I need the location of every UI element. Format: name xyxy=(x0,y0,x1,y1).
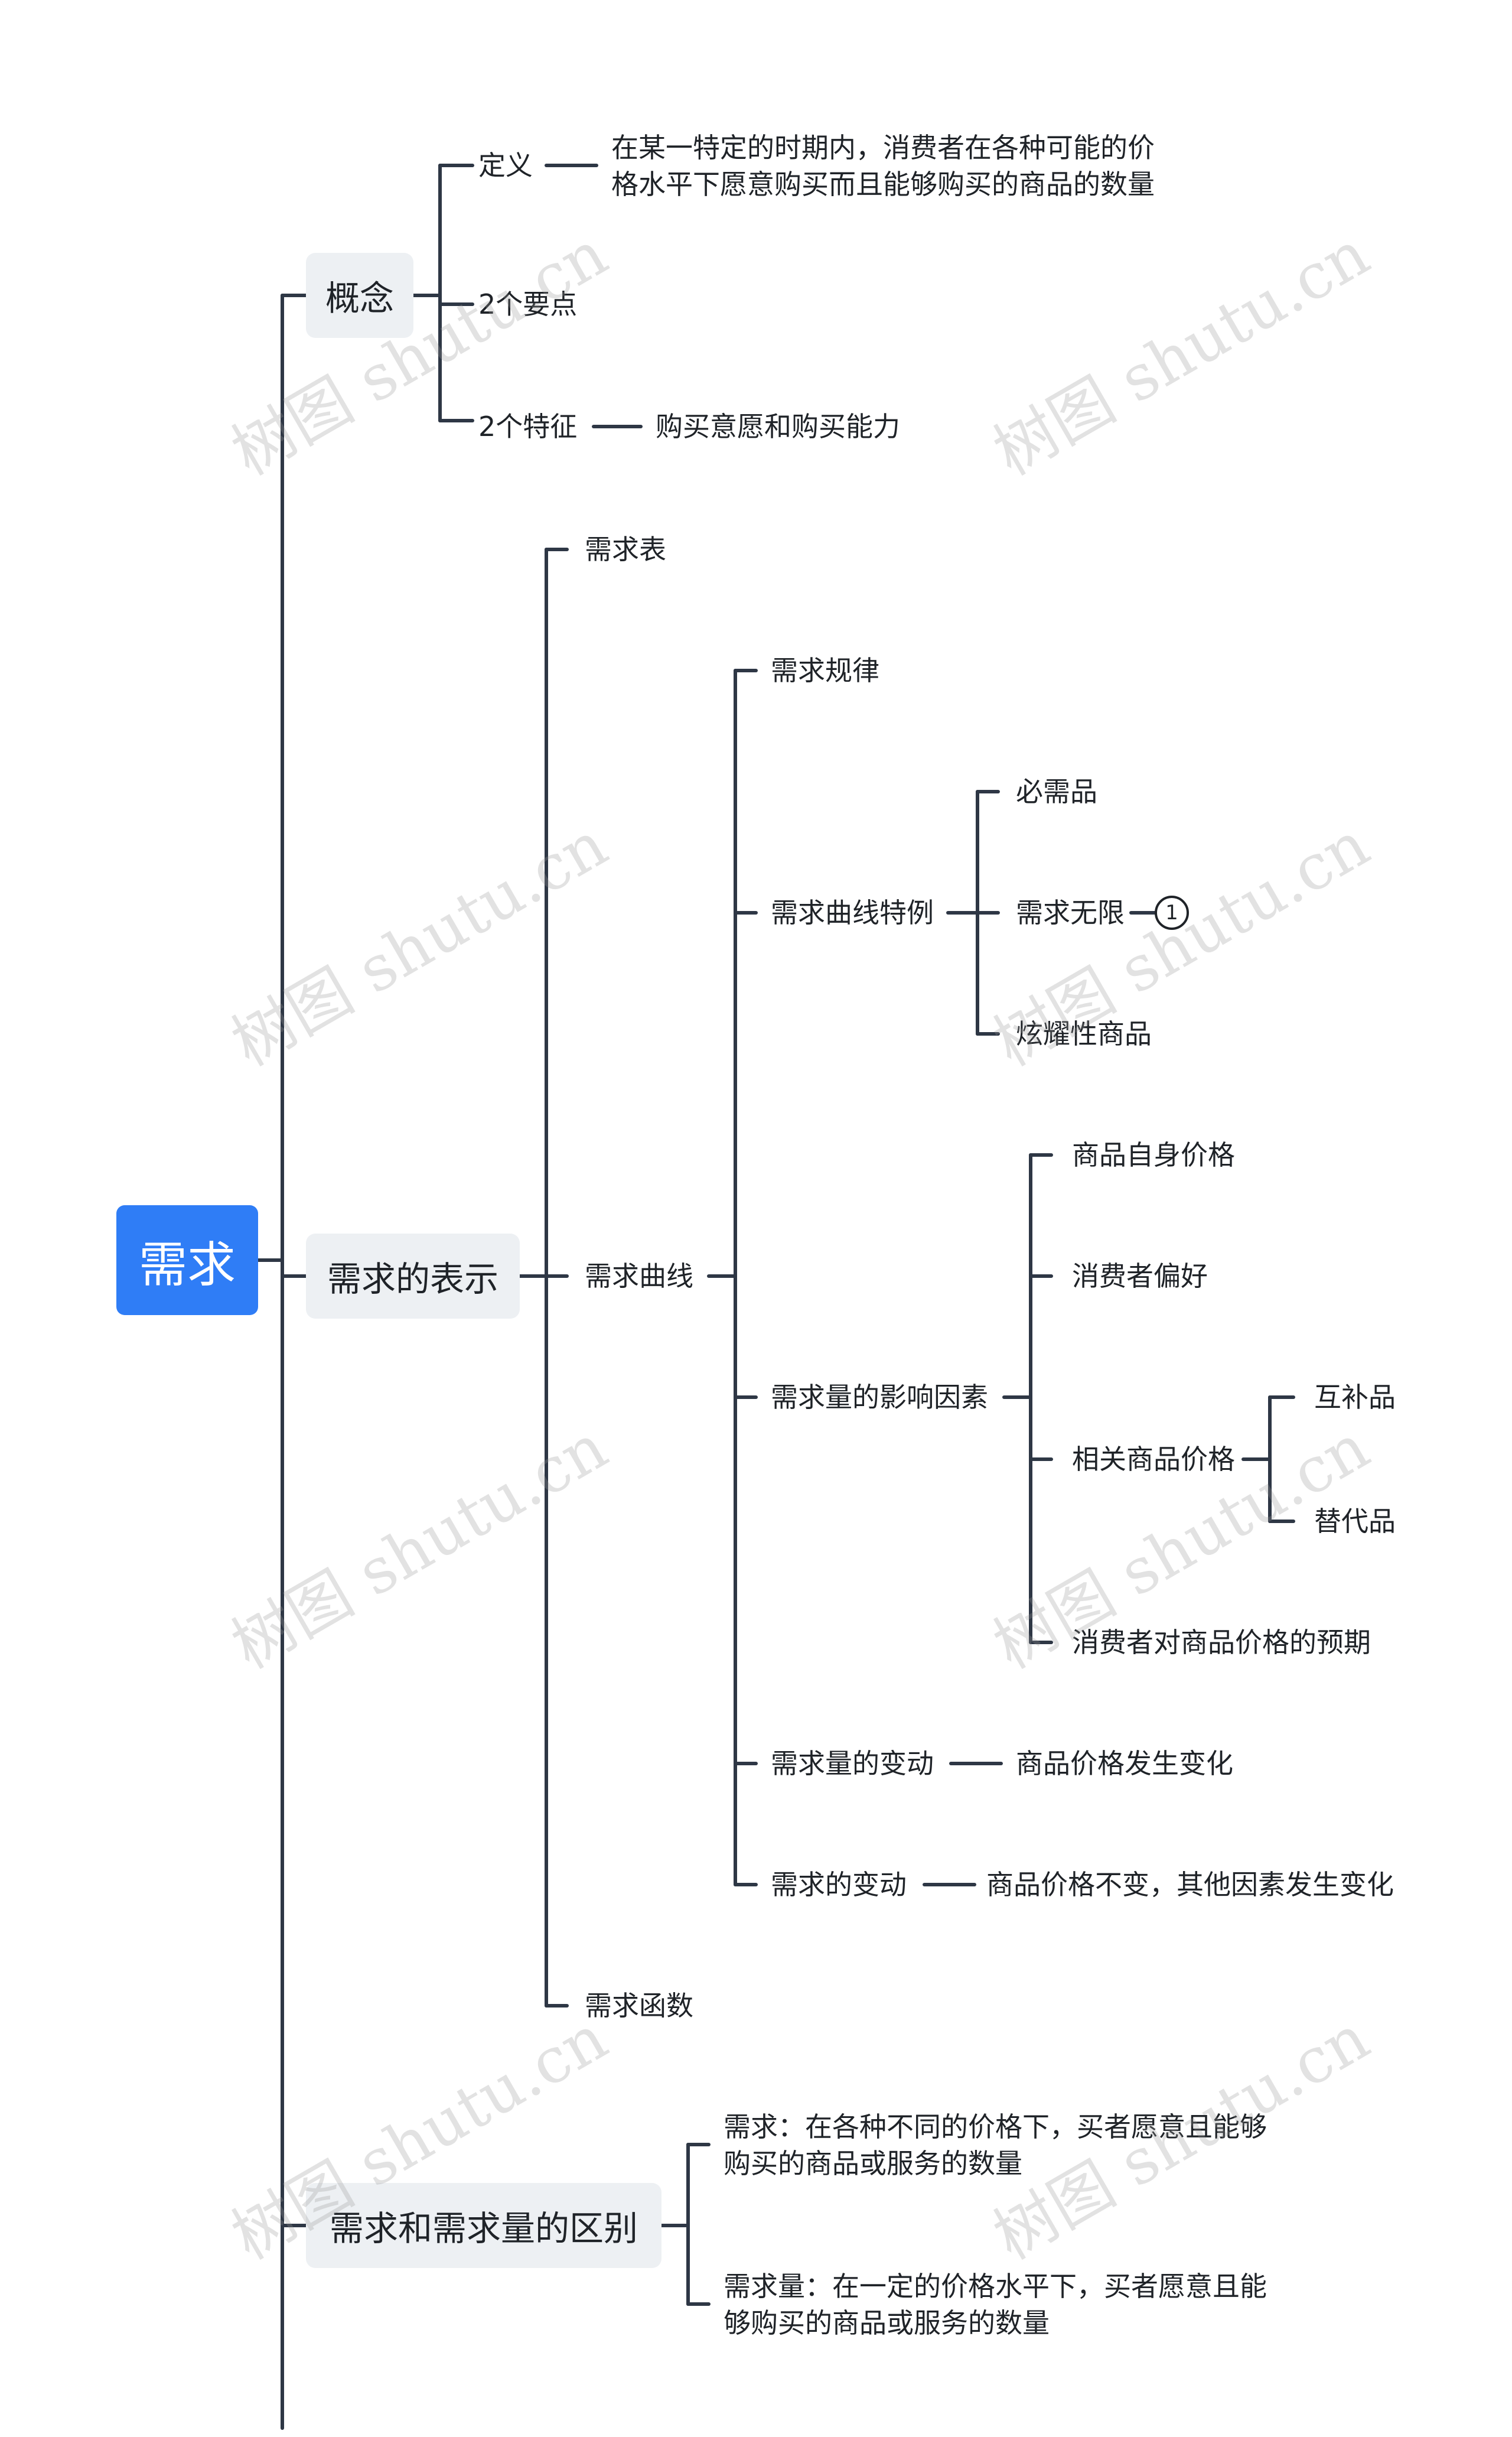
node-special-cases[interactable]: 需求曲线特例 xyxy=(771,897,934,929)
node-concept[interactable]: 概念 xyxy=(306,253,413,338)
node-necessity[interactable]: 必需品 xyxy=(1016,776,1097,808)
demand-definition-line1: 需求：在各种不同的价格下，买者愿意且能够 xyxy=(724,2111,1267,2143)
node-influencing-factors[interactable]: 需求量的影响因素 xyxy=(771,1381,988,1413)
node-demand-table[interactable]: 需求表 xyxy=(585,533,666,565)
number-badge: 1 xyxy=(1155,896,1189,930)
node-related-price[interactable]: 相关商品价格 xyxy=(1072,1443,1235,1475)
node-two-features-text[interactable]: 购买意愿和购买能力 xyxy=(656,411,900,443)
definition-text-line1: 在某一特定的时期内，消费者在各种可能的价 xyxy=(611,132,1155,164)
node-demand-change-text[interactable]: 商品价格不变，其他因素发生变化 xyxy=(986,1869,1394,1901)
node-luxury-goods[interactable]: 炫耀性商品 xyxy=(1016,1018,1152,1050)
node-quantity-change[interactable]: 需求量的变动 xyxy=(771,1748,934,1779)
node-two-points[interactable]: 2个要点 xyxy=(478,288,578,320)
node-representation[interactable]: 需求的表示 xyxy=(306,1234,520,1319)
node-substitute[interactable]: 替代品 xyxy=(1314,1505,1396,1537)
demand-definition-line2: 购买的商品或服务的数量 xyxy=(724,2148,1022,2179)
root-node[interactable]: 需求 xyxy=(116,1205,258,1315)
node-complement[interactable]: 互补品 xyxy=(1314,1381,1396,1413)
node-demand-function[interactable]: 需求函数 xyxy=(585,1990,693,2022)
quantity-definition-line2: 够购买的商品或服务的数量 xyxy=(724,2307,1050,2339)
quantity-definition-line1: 需求量：在一定的价格水平下，买者愿意且能 xyxy=(724,2270,1267,2302)
node-definition[interactable]: 定义 xyxy=(478,149,533,181)
node-own-price[interactable]: 商品自身价格 xyxy=(1072,1139,1235,1171)
node-demand-change[interactable]: 需求的变动 xyxy=(771,1869,907,1901)
definition-text-line2: 格水平下愿意购买而且能够购买的商品的数量 xyxy=(611,168,1155,200)
node-price-expectation[interactable]: 消费者对商品价格的预期 xyxy=(1072,1626,1371,1658)
node-two-features[interactable]: 2个特征 xyxy=(478,411,578,443)
node-unlimited-demand[interactable]: 需求无限 xyxy=(1016,897,1125,929)
node-demand-curve[interactable]: 需求曲线 xyxy=(585,1260,693,1292)
node-quantity-change-text[interactable]: 商品价格发生变化 xyxy=(1016,1748,1233,1779)
node-demand-law[interactable]: 需求规律 xyxy=(771,655,879,686)
node-difference[interactable]: 需求和需求量的区别 xyxy=(306,2183,662,2268)
node-consumer-preference[interactable]: 消费者偏好 xyxy=(1072,1260,1208,1292)
